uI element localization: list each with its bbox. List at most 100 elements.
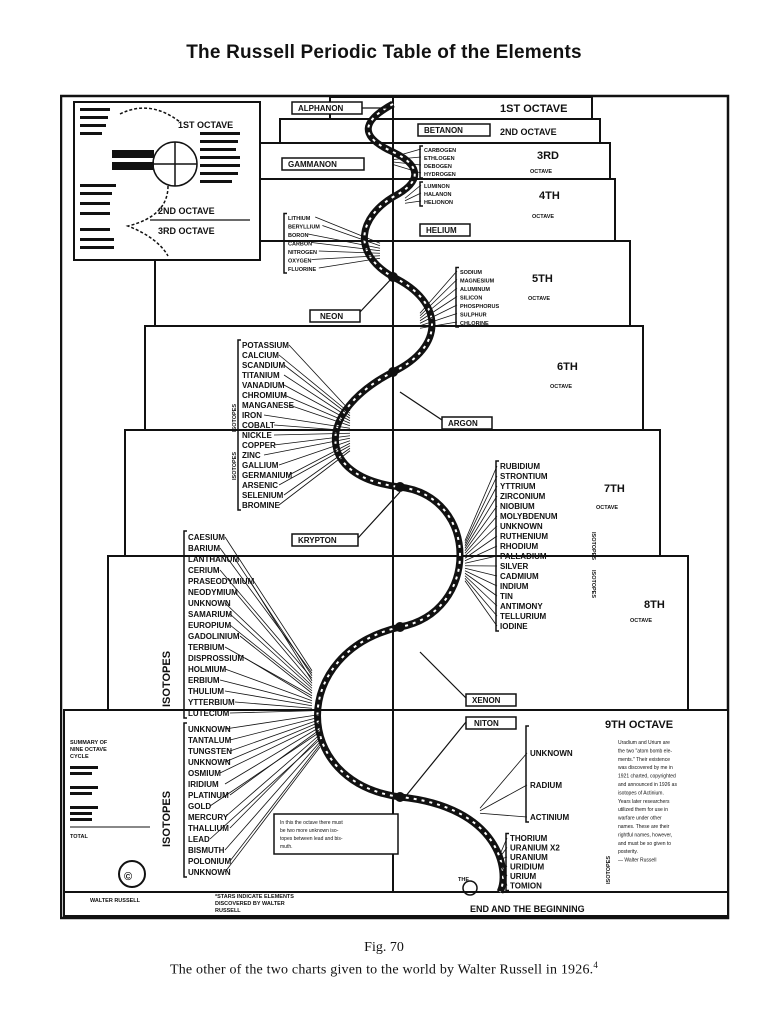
element-g9l-7: GOLD bbox=[188, 802, 211, 811]
element-g3-1: ETHLOGEN bbox=[424, 156, 455, 162]
element-g5r-6: CHLORINE bbox=[460, 321, 489, 327]
element-g6-11: ZINC bbox=[242, 451, 261, 460]
fan-line-g6-7 bbox=[263, 414, 351, 429]
isotopes-label-octave-7-upper: ISOTOPES bbox=[590, 532, 596, 560]
fan-line-g8-3 bbox=[219, 569, 313, 679]
element-g9l-11: BISMUTH bbox=[188, 846, 225, 855]
bracket-g4 bbox=[419, 181, 423, 207]
element-g3-2: DEBOGEN bbox=[424, 164, 452, 170]
fan-line-g5l-4 bbox=[318, 250, 381, 254]
group-octave-7-elements: RUBIDIUMSTRONTIUMYTTRIUMZIRCONIUMNIOBIUM… bbox=[495, 460, 558, 632]
element-g6-6: MANGANESE bbox=[242, 401, 295, 410]
fan-line-g7-1 bbox=[464, 475, 498, 544]
fan-line-g9l-12 bbox=[229, 744, 321, 862]
element-g8-14: THULIUM bbox=[188, 687, 224, 696]
element-g6-12: GALLIUM bbox=[242, 461, 279, 470]
isotopes-label-octave-7-lower: ISOTOPES bbox=[590, 570, 596, 598]
group-octave-5-left: LITHIUMBERYLLIUMBORONCARBONNITROGENOXYGE… bbox=[283, 212, 320, 274]
element-g7-11: CADMIUM bbox=[500, 572, 539, 581]
octave-4-label: 4TH bbox=[539, 190, 560, 202]
note-uranium-line-9: warfare under other bbox=[618, 816, 662, 822]
fan-line-g6-10 bbox=[273, 435, 351, 446]
note-uranium-line-10: names. These are their bbox=[618, 824, 670, 830]
element-g5r-0: SODIUM bbox=[460, 270, 482, 276]
fan-line-g8-9 bbox=[239, 635, 313, 694]
element-g5l-4: NITROGEN bbox=[288, 250, 317, 256]
stars-note-1: *STARS INDICATE ELEMENTS bbox=[215, 894, 294, 900]
element-g8-10: TERBIUM bbox=[188, 643, 225, 652]
octave-1-label: 1ST OCTAVE bbox=[500, 103, 567, 115]
fan-line-g5r-4 bbox=[419, 304, 458, 324]
fan-line-g3-1 bbox=[392, 156, 422, 160]
the-label: THE bbox=[458, 877, 469, 883]
fan-line-g8-16 bbox=[229, 710, 313, 714]
note-uranium-line-1: the two "atom bomb ele- bbox=[618, 748, 672, 754]
note-uranium-line-4: 1921 charted, copyrighted bbox=[618, 774, 676, 780]
element-g5l-1: BERYLLIUM bbox=[288, 225, 320, 231]
element-g6-5: CHROMIUM bbox=[242, 391, 287, 400]
element-g8-7: SAMARIUM bbox=[188, 610, 232, 619]
fan-line-g6-12 bbox=[278, 440, 351, 466]
note-curve-line-0: In this the octave there must bbox=[280, 820, 343, 826]
fan-line-g7-9 bbox=[464, 555, 498, 564]
element-g7-2: YTTRIUM bbox=[500, 482, 536, 491]
element-g6-0: POTASSIUM bbox=[242, 341, 289, 350]
fan-line-g5l-2 bbox=[307, 233, 381, 249]
octave-3-sub: OCTAVE bbox=[530, 169, 552, 175]
stars-note-3: RUSSELL bbox=[215, 908, 241, 914]
fan-line-g5l-5 bbox=[311, 255, 381, 260]
fan-line-g9b-3 bbox=[499, 861, 508, 867]
fan-line-g4-1 bbox=[404, 192, 422, 202]
element-g9l-8: MERCURY bbox=[188, 813, 229, 822]
bracket-g9b bbox=[505, 832, 509, 892]
figure-caption: The other of the two charts given to the… bbox=[0, 960, 768, 979]
fan-line-g9l-8 bbox=[224, 734, 321, 818]
element-g9l-0: UNKNOWN bbox=[188, 725, 231, 734]
fan-line-g9l-0 bbox=[224, 714, 321, 730]
element-g8-5: NEODYMIUM bbox=[188, 588, 238, 597]
isotopes-label-octave-8: ISOTOPES bbox=[161, 651, 173, 707]
fan-line-g9b-4 bbox=[499, 864, 508, 877]
inset-3rd-octave: 3RD OCTAVE bbox=[158, 226, 215, 236]
note-uranium-line-6: isotopes of Actinium. bbox=[618, 790, 664, 796]
element-g8-4: PRASEODYMIUM bbox=[188, 577, 255, 586]
fan-line-g9b-1 bbox=[499, 847, 508, 858]
fan-line-g7-15 bbox=[464, 577, 498, 617]
fan-line-g9r-0 bbox=[479, 752, 528, 809]
fan-line-g8-6 bbox=[224, 602, 313, 687]
fan-line-g9l-13 bbox=[224, 746, 321, 873]
fan-line-g7-6 bbox=[464, 525, 498, 557]
fan-line-g7-7 bbox=[464, 535, 498, 559]
group-octave-8-elements: CAESIUMBARIUMLANTHANUMCERIUMPRASEODYMIUM… bbox=[183, 530, 255, 719]
element-g7-1: STRONTIUM bbox=[500, 472, 548, 481]
fan-line-g6-16 bbox=[278, 450, 351, 506]
octave-8-label: 8TH bbox=[644, 599, 665, 611]
fan-line-g7-11 bbox=[464, 567, 498, 577]
fan-line-g7-2 bbox=[464, 485, 498, 546]
octave-3-label: 3RD bbox=[537, 150, 559, 162]
element-g5l-5: OXYGEN bbox=[288, 259, 312, 265]
fan-line-g5l-0 bbox=[315, 216, 381, 244]
element-g7-5: MOLYBDENUM bbox=[500, 512, 558, 521]
fan-line-g8-4 bbox=[249, 580, 313, 681]
element-g4-0: LUMINON bbox=[424, 184, 450, 190]
fan-line-g6-2 bbox=[283, 364, 351, 417]
element-g9l-3: UNKNOWN bbox=[188, 758, 231, 767]
element-g8-15: YTTERBIUM bbox=[188, 698, 235, 707]
fan-line-g5r-0 bbox=[419, 270, 458, 314]
element-g7-3: ZIRCONIUM bbox=[500, 492, 546, 501]
isotopes-label-octave-9: ISOTOPES bbox=[161, 791, 173, 847]
isotopes-label-uranium: ISOTOPES bbox=[606, 856, 612, 884]
element-g7-10: SILVER bbox=[500, 562, 529, 571]
fan-line-g7-14 bbox=[464, 575, 498, 607]
element-g7-4: NIOBIUM bbox=[500, 502, 535, 511]
page-title: The Russell Periodic Table of the Elemen… bbox=[186, 42, 582, 63]
fan-line-g6-8 bbox=[273, 424, 351, 432]
fan-line-g8-12 bbox=[224, 668, 313, 702]
element-g5r-2: ALUMINUM bbox=[460, 287, 490, 293]
fan-line-g6-15 bbox=[283, 447, 351, 496]
fan-line-g3-0 bbox=[392, 148, 422, 158]
fan-line-g8-5 bbox=[234, 591, 313, 684]
